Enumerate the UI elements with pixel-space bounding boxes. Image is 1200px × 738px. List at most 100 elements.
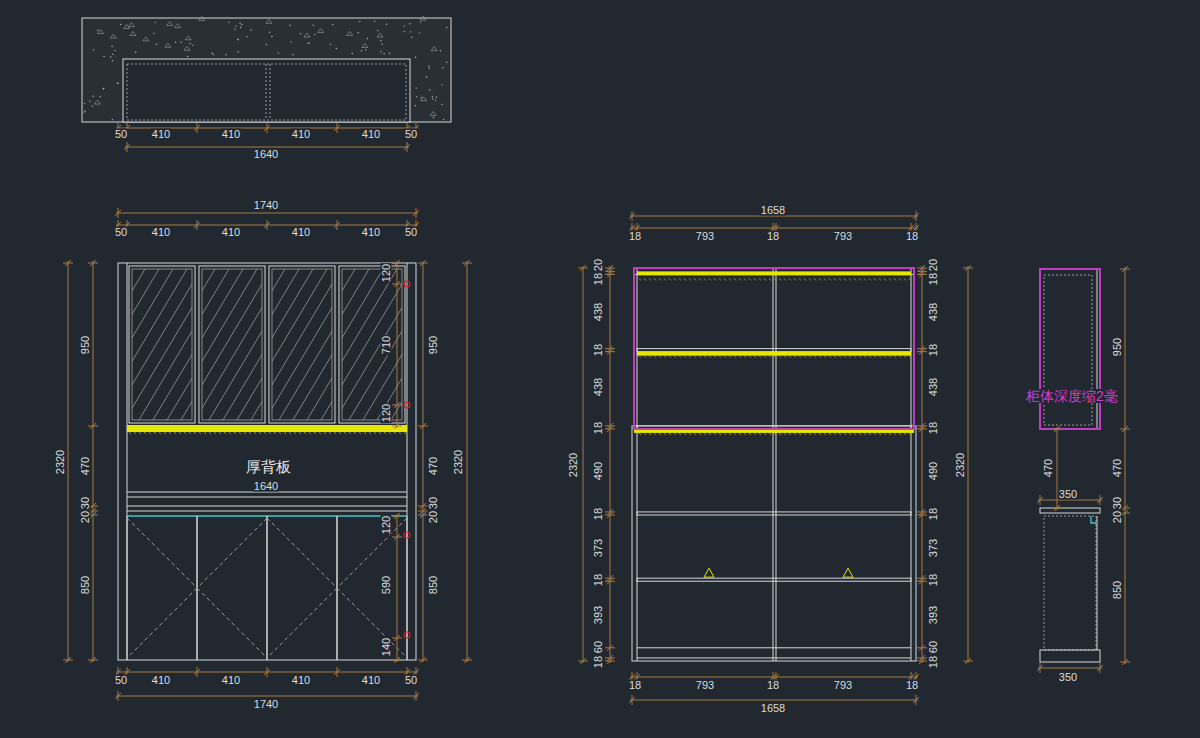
line bbox=[394, 402, 400, 408]
line bbox=[420, 657, 426, 663]
line bbox=[764, 278, 766, 280]
line bbox=[879, 433, 881, 435]
dimension-number: 18 bbox=[928, 421, 939, 435]
stone-speck bbox=[426, 76, 427, 77]
line bbox=[794, 356, 796, 358]
stone-speck bbox=[93, 49, 94, 50]
stone-speck bbox=[432, 96, 433, 97]
dimension-number: 120 bbox=[381, 403, 392, 423]
stone-speck bbox=[103, 88, 104, 89]
hinge-mark bbox=[404, 532, 410, 538]
stone-speck bbox=[300, 33, 301, 34]
line bbox=[125, 147, 409, 148]
line bbox=[689, 278, 691, 280]
line bbox=[267, 516, 268, 660]
stone-speck bbox=[98, 30, 104, 34]
panel bbox=[637, 271, 911, 275]
line bbox=[324, 432, 326, 434]
stone-speck bbox=[114, 50, 115, 51]
dimension-number: 590 bbox=[381, 575, 392, 595]
line bbox=[714, 278, 716, 280]
stone-speck bbox=[84, 111, 85, 112]
dimension-number: 410 bbox=[221, 675, 241, 686]
line bbox=[879, 278, 881, 280]
line bbox=[734, 356, 736, 358]
line bbox=[859, 433, 861, 435]
stone-speck bbox=[278, 52, 279, 53]
line bbox=[684, 356, 686, 358]
stone-speck bbox=[237, 39, 238, 40]
line bbox=[744, 433, 746, 435]
line bbox=[889, 433, 891, 435]
line bbox=[1122, 510, 1128, 516]
line bbox=[764, 433, 766, 435]
stone-speck bbox=[103, 88, 104, 89]
line bbox=[1038, 500, 1102, 501]
line bbox=[794, 278, 796, 280]
line bbox=[264, 432, 266, 434]
dimension-number: 1658 bbox=[760, 703, 786, 714]
dimension-number: 470 bbox=[80, 456, 91, 476]
dimension-number: 793 bbox=[833, 680, 853, 691]
line bbox=[154, 432, 156, 434]
dimension-number: 438 bbox=[593, 302, 604, 322]
line bbox=[704, 433, 706, 435]
stone-speck bbox=[313, 25, 314, 26]
stone-speck bbox=[433, 117, 434, 118]
dimension-number: 438 bbox=[593, 377, 604, 397]
line bbox=[809, 356, 811, 358]
dimension-number: 18 bbox=[593, 343, 604, 357]
line bbox=[776, 268, 777, 661]
line bbox=[844, 278, 846, 280]
line bbox=[874, 356, 876, 358]
line bbox=[784, 278, 786, 280]
line bbox=[769, 278, 771, 280]
dimension-number: 410 bbox=[151, 675, 171, 686]
line bbox=[884, 356, 886, 358]
dimension-number: 793 bbox=[695, 680, 715, 691]
panel bbox=[202, 269, 262, 420]
line bbox=[654, 356, 656, 358]
dimension-number: 490 bbox=[928, 461, 939, 481]
line bbox=[264, 222, 270, 228]
line bbox=[669, 356, 671, 358]
line bbox=[913, 697, 919, 703]
dimension-number: 373 bbox=[593, 538, 604, 558]
line bbox=[834, 433, 836, 435]
dimension-number: 470 bbox=[1043, 458, 1054, 478]
stone-speck bbox=[167, 21, 173, 25]
line bbox=[669, 278, 671, 280]
stone-speck bbox=[386, 24, 387, 25]
line bbox=[1054, 505, 1060, 511]
line bbox=[90, 657, 96, 663]
line bbox=[839, 356, 841, 358]
line bbox=[304, 432, 306, 434]
stone-speck bbox=[404, 31, 405, 32]
line bbox=[607, 578, 613, 584]
line bbox=[864, 433, 866, 435]
line bbox=[879, 356, 881, 358]
line bbox=[679, 356, 681, 358]
line bbox=[394, 260, 400, 266]
line bbox=[607, 265, 613, 271]
line bbox=[919, 271, 925, 277]
line bbox=[654, 433, 656, 435]
line bbox=[607, 426, 613, 432]
stone-speck bbox=[347, 31, 353, 35]
line bbox=[127, 588, 197, 658]
line bbox=[904, 278, 906, 280]
line bbox=[689, 433, 691, 435]
stone-speck bbox=[185, 36, 191, 40]
stone-speck bbox=[441, 104, 442, 105]
line bbox=[169, 432, 171, 434]
stone-speck bbox=[365, 49, 366, 50]
dimension-number: 1740 bbox=[253, 699, 279, 710]
line bbox=[234, 432, 236, 434]
stone-speck bbox=[266, 44, 267, 45]
line bbox=[704, 356, 706, 358]
line bbox=[714, 356, 716, 358]
line bbox=[607, 268, 613, 274]
line bbox=[869, 433, 871, 435]
line bbox=[754, 278, 756, 280]
line bbox=[267, 588, 337, 658]
